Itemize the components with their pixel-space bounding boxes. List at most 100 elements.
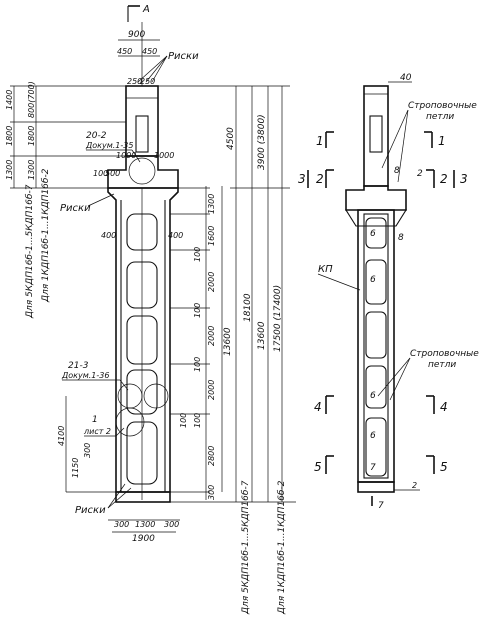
strop-top-leader-2 [397, 109, 409, 183]
node-top-id: 20-2 [86, 131, 107, 141]
opening-2 [126, 261, 158, 309]
rdim-2000-c: 2000 [207, 380, 216, 400]
dim-250-b: 250 [140, 77, 155, 86]
strop-top-1: Строповочные [408, 101, 477, 111]
left-dim-1800: 1800 [5, 126, 14, 146]
vert-label-bottom-2: Для 1КДП16б-1...1КДП16б-2 [277, 480, 287, 615]
mark-8b: 8 [398, 233, 404, 243]
riski-mid-leader [87, 193, 115, 207]
r100-4: 100 [179, 413, 188, 428]
column-base [115, 491, 171, 503]
mark-6-a: 6 [370, 229, 376, 239]
rdim-1300: 1300 [207, 194, 216, 214]
list-ref-n: 1 [92, 415, 98, 425]
strop-top-2: петли [426, 112, 454, 122]
mark-2: 2 [417, 169, 423, 179]
strop-bottom-2: петли [428, 360, 456, 370]
rdim-2000-a: 2000 [207, 272, 216, 292]
side-shaft-inner [363, 213, 389, 479]
strop-top-leader-1 [381, 109, 409, 169]
side-opening-4 [365, 365, 387, 409]
riski-top-leader-2 [145, 55, 168, 83]
sec-5-right: 5 [440, 460, 448, 474]
side-shaft [357, 209, 395, 483]
column-head-slot [135, 115, 149, 153]
node-21-3-circle-a [117, 383, 143, 409]
dim-300-v: 300 [83, 443, 92, 458]
opening-4 [126, 369, 158, 415]
node-bottom-leader-2 [119, 379, 129, 391]
side-head-slot [369, 115, 383, 153]
long-13600: 13600 [257, 321, 267, 350]
dim-40: 40 [400, 73, 412, 83]
mark-7: 7 [370, 463, 376, 473]
kp-leader [317, 273, 361, 291]
left-dim-1400: 1400 [5, 90, 14, 110]
left-sub-800: 800(700) [27, 81, 36, 118]
left-sub-1800: 1800 [27, 126, 36, 146]
sec-5-left: 5 [314, 460, 322, 474]
side-opening-2 [365, 259, 387, 305]
sec-1-right: 1 [438, 134, 446, 148]
rdim-2000-b: 2000 [207, 326, 216, 346]
dim-1900: 1900 [132, 534, 155, 544]
sec-2-right: 2 [440, 172, 448, 186]
mark-6-d: 6 [370, 431, 376, 441]
node-top-leader-2 [131, 149, 141, 163]
dim-1300: 1300 [135, 520, 155, 529]
rdim-2800: 2800 [207, 446, 216, 466]
strop-bottom-leader-1 [377, 357, 411, 397]
r100-5: 100 [193, 413, 202, 428]
sec-3-right: 3 [460, 172, 468, 186]
long-3900: 3900 (3800) [257, 114, 267, 170]
r100-2: 100 [193, 303, 202, 318]
side-opening-3 [365, 311, 387, 359]
rdim-300: 300 [207, 485, 216, 500]
mark-7b: 7 [378, 501, 384, 511]
sec-2-left: 2 [316, 172, 324, 186]
node-top-doc: Докум.1-35 [85, 141, 133, 150]
mark-8a: 8 [394, 166, 400, 176]
side-opening-1 [365, 217, 387, 249]
node-21-3-circle-b [143, 383, 169, 409]
side-opening-5 [365, 417, 387, 477]
dim-450-left: 450 [117, 47, 132, 56]
list-ref-sheet: лист 2 [83, 427, 111, 436]
dim-1000-right: 1000 [154, 151, 174, 160]
side-console [345, 185, 407, 211]
sec-1-left: 1 [316, 134, 324, 148]
vert-label-left-2: Для 1КДП16б-1...1КДП16б-2 [41, 168, 51, 303]
dim-1000-left: 1000 [116, 151, 136, 160]
dim-900: 900 [128, 30, 145, 40]
side-base [357, 481, 395, 493]
vert-label-bottom-1: Для 5КДП16б-1...5КДП16б-7 [241, 480, 251, 615]
node-20-2-circle [128, 157, 156, 185]
opening-3 [126, 315, 158, 365]
mark-6-b: 6 [370, 275, 376, 285]
riski-bottom-leader-2 [107, 487, 132, 509]
long-4500: 4500 [226, 127, 236, 150]
dim-100: 100 [93, 169, 108, 178]
strop-bottom-1: Строповочные [410, 349, 479, 359]
section-a-label: A [142, 4, 150, 15]
sec-3-left: 3 [298, 172, 306, 186]
dim-400-left: 400 [101, 231, 116, 240]
dim-450-right: 450 [142, 47, 157, 56]
long-18100: 18100 [243, 293, 253, 322]
riski-top-leader-3 [151, 55, 168, 83]
dim-300-right: 300 [164, 520, 179, 529]
kp-label: КП [318, 264, 333, 275]
r100-3: 100 [193, 357, 202, 372]
node-1-circle [115, 407, 145, 437]
sec-4-left: 4 [314, 400, 322, 414]
sec-4-right: 4 [440, 400, 448, 414]
side-head [363, 85, 389, 187]
dim-400-right: 400 [168, 231, 183, 240]
riski-bottom-leader-1 [107, 483, 126, 509]
opening-1 [126, 213, 158, 251]
left-sub-1300: 1300 [27, 160, 36, 180]
riski-bottom-label: Риски [75, 505, 106, 516]
long-17500: 17500 (17400) [273, 285, 283, 352]
opening-5 [126, 421, 158, 485]
